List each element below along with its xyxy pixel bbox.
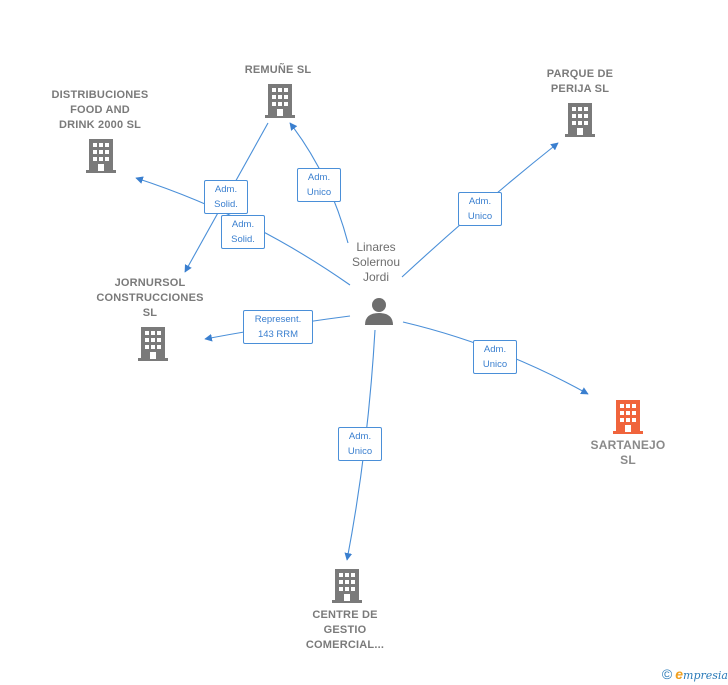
node-label-remune[interactable]: REMUÑE SL bbox=[218, 63, 338, 78]
node-label-distribuciones[interactable]: DISTRIBUCIONES FOOD AND DRINK 2000 SL bbox=[35, 88, 165, 133]
node-label-line: SARTANEJO bbox=[590, 438, 666, 452]
edge-label-adm-unico[interactable]: Adm. Unico bbox=[338, 427, 382, 461]
edge-label-line: Adm. bbox=[231, 219, 255, 230]
edge-label-adm-solid[interactable]: Adm. Solid. bbox=[221, 215, 265, 249]
node-label-line: JORNURSOL bbox=[114, 277, 186, 289]
edge-label-line: Adm. bbox=[307, 172, 331, 183]
node-label-line: PARQUE DE bbox=[546, 68, 614, 80]
person-label-line: Solernou bbox=[351, 255, 401, 269]
building-icon-centre[interactable] bbox=[332, 569, 362, 603]
edge-label-line: Solid. bbox=[231, 234, 255, 245]
person-label-line: Linares bbox=[356, 240, 396, 254]
node-label-line: DRINK 2000 SL bbox=[58, 119, 142, 131]
edge-label-adm-solid[interactable]: Adm. Solid. bbox=[204, 180, 248, 214]
edge-label-adm-unico[interactable]: Adm. Unico bbox=[473, 340, 517, 374]
node-label-line: PERIJA SL bbox=[550, 83, 610, 95]
node-label-line: CONSTRUCCIONES bbox=[96, 292, 204, 304]
node-label-centre[interactable]: CENTRE DE GESTIO COMERCIAL... bbox=[285, 608, 405, 653]
brand-name: mpresia bbox=[683, 669, 728, 682]
edge-label-line: Unico bbox=[347, 446, 373, 457]
node-label-sartanejo[interactable]: SARTANEJO SL bbox=[573, 438, 683, 468]
person-label-line: Jordi bbox=[362, 270, 389, 284]
building-icon-jornursol[interactable] bbox=[138, 327, 168, 361]
edge-label-line: Solid. bbox=[214, 199, 238, 210]
node-label-line: DISTRIBUCIONES bbox=[51, 89, 149, 101]
building-icon-distribuciones[interactable] bbox=[86, 139, 116, 173]
edge-label-line: Adm. bbox=[468, 196, 492, 207]
node-label-parque[interactable]: PARQUE DE PERIJA SL bbox=[520, 67, 640, 97]
brand-initial: e bbox=[675, 666, 684, 682]
edge-label-line: Adm. bbox=[483, 344, 507, 355]
person-icon[interactable] bbox=[364, 296, 394, 326]
empresia-watermark[interactable]: ©empresia bbox=[662, 666, 728, 682]
edge-label-line: Represent. bbox=[254, 314, 302, 325]
edge-label-line: Unico bbox=[482, 359, 508, 370]
node-label-line: CENTRE DE bbox=[312, 609, 378, 621]
building-icon-sartanejo[interactable] bbox=[613, 400, 643, 434]
edge-label-line: Adm. bbox=[214, 184, 238, 195]
edge-label-line: Unico bbox=[306, 187, 332, 198]
copyright-symbol: © bbox=[661, 666, 673, 682]
edge-label-adm-unico[interactable]: Adm. Unico bbox=[297, 168, 341, 202]
node-label-line: SL bbox=[142, 307, 158, 319]
node-label-line: SL bbox=[620, 453, 636, 467]
node-label-line: FOOD AND bbox=[70, 104, 130, 116]
node-label-line: COMERCIAL... bbox=[305, 639, 385, 651]
node-label-line: REMUÑE SL bbox=[244, 64, 312, 76]
edge-label-line: Adm. bbox=[348, 431, 372, 442]
edge-label-represent[interactable]: Represent. 143 RRM bbox=[243, 310, 313, 344]
person-label[interactable]: Linares Solernou Jordi bbox=[336, 240, 416, 285]
node-label-jornursol[interactable]: JORNURSOL CONSTRUCCIONES SL bbox=[85, 276, 215, 321]
edge-label-line: Unico bbox=[467, 211, 493, 222]
node-label-line: GESTIO bbox=[323, 624, 367, 636]
building-icon-parque[interactable] bbox=[565, 103, 595, 137]
building-icon-remune[interactable] bbox=[265, 84, 295, 118]
edge-label-line: 143 RRM bbox=[257, 329, 299, 340]
edge-label-adm-unico[interactable]: Adm. Unico bbox=[458, 192, 502, 226]
